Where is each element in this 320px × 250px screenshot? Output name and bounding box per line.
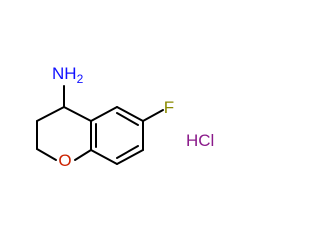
bond-c4-c4a <box>63 106 92 122</box>
amine-subscript: 2 <box>77 72 84 86</box>
atom-labels: NH2 F O HCl <box>52 64 214 170</box>
oxygen-label: O <box>58 151 71 170</box>
bond-c4-c3 <box>36 106 65 122</box>
bond-o1-c8a <box>74 149 92 161</box>
bond-c7-c8-inner <box>116 145 139 159</box>
bond-c7-c8 <box>116 149 144 165</box>
bond-c6-f <box>142 109 164 122</box>
bond-c4a-c5 <box>90 106 118 122</box>
amine-label: NH2 <box>52 64 84 86</box>
chemical-structure: NH2 F O HCl <box>36 64 214 170</box>
bond-c2-o1 <box>36 148 57 161</box>
hcl-salt-label: HCl <box>186 131 214 150</box>
bond-c8-c8a <box>90 149 118 165</box>
bond-c5-c6 <box>116 106 144 122</box>
fluorine-label: F <box>164 98 174 117</box>
amine-nh-label: NH <box>52 64 77 83</box>
bond-c5-c6-inner <box>116 112 139 126</box>
bonds <box>36 85 164 165</box>
